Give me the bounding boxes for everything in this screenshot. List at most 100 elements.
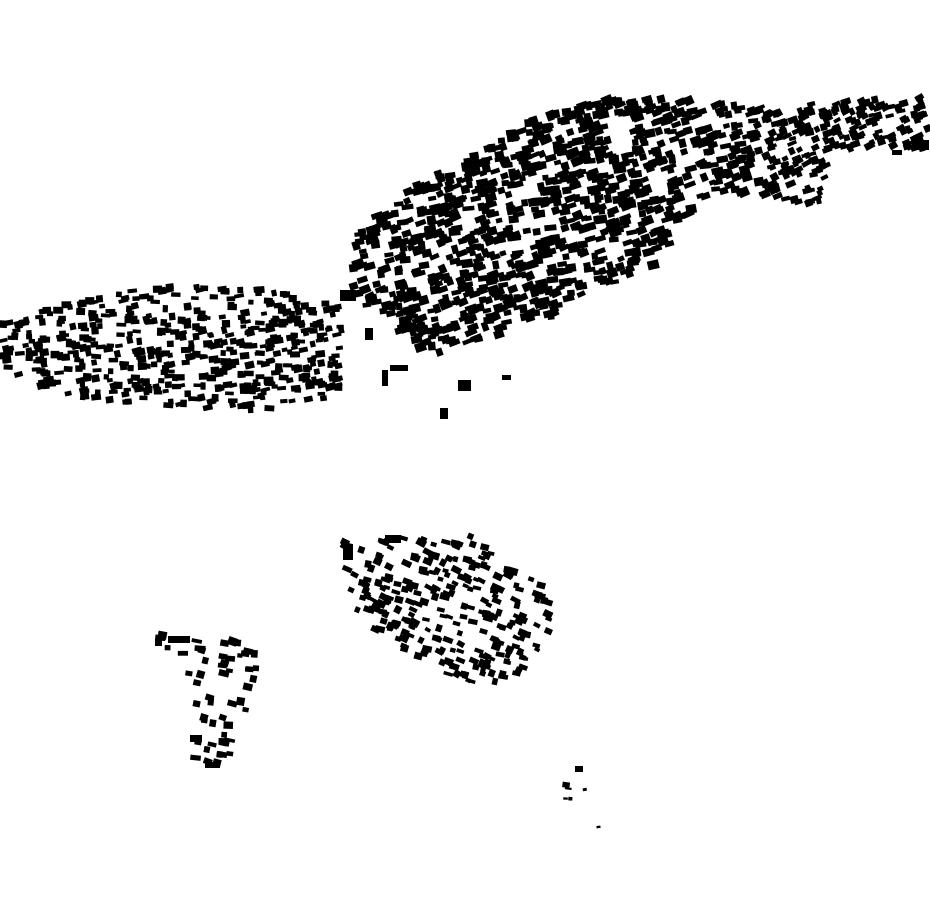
building-footprint bbox=[155, 352, 164, 359]
building-footprint bbox=[768, 163, 777, 171]
building-footprint bbox=[604, 217, 618, 229]
building-footprint bbox=[524, 118, 537, 128]
building-footprint bbox=[539, 243, 551, 254]
building-footprint bbox=[641, 198, 653, 207]
building-footprint bbox=[521, 169, 532, 177]
building-footprint bbox=[127, 364, 134, 372]
building-footprint bbox=[115, 291, 122, 298]
building-footprint bbox=[865, 116, 877, 127]
building-footprint bbox=[498, 142, 508, 152]
building-footprint bbox=[123, 387, 131, 392]
building-footprint bbox=[906, 144, 914, 151]
building-footprint bbox=[769, 171, 780, 183]
building-footprint bbox=[452, 669, 462, 679]
building-footprint bbox=[497, 137, 506, 144]
building-footprint bbox=[38, 318, 46, 326]
building-footprint bbox=[532, 621, 541, 629]
building-footprint bbox=[435, 237, 446, 248]
building-footprint bbox=[151, 316, 158, 325]
building-footprint bbox=[239, 351, 250, 360]
building-footprint bbox=[407, 611, 416, 619]
building-footprint bbox=[343, 544, 353, 560]
building-footprint bbox=[576, 290, 586, 299]
building-footprint bbox=[207, 741, 217, 748]
building-footprint bbox=[152, 285, 163, 293]
building-footprint bbox=[302, 329, 310, 337]
building-footprint bbox=[400, 585, 410, 594]
building-footprint bbox=[162, 304, 169, 313]
building-footprint bbox=[545, 196, 555, 205]
building-footprint bbox=[764, 135, 776, 145]
building-footprint bbox=[428, 219, 438, 227]
building-footprint bbox=[472, 585, 482, 591]
building-footprint bbox=[558, 215, 569, 226]
building-footprint bbox=[536, 181, 546, 192]
building-footprint bbox=[270, 289, 278, 297]
building-footprint bbox=[418, 597, 430, 607]
building-footprint bbox=[466, 586, 474, 593]
building-footprint bbox=[451, 181, 463, 190]
building-footprint bbox=[797, 113, 806, 122]
building-footprint bbox=[305, 396, 312, 403]
building-footprint bbox=[361, 586, 370, 596]
building-footprint bbox=[549, 233, 561, 244]
building-footprint bbox=[83, 335, 92, 343]
building-footprint bbox=[887, 135, 897, 143]
building-footprint bbox=[537, 149, 547, 159]
building-footprint bbox=[599, 144, 610, 153]
building-footprint bbox=[440, 538, 451, 546]
building-footprint bbox=[215, 384, 225, 393]
building-footprint bbox=[429, 252, 440, 261]
building-footprint bbox=[395, 302, 403, 311]
building-footprint bbox=[490, 641, 502, 652]
building-footprint bbox=[200, 718, 208, 724]
building-footprint bbox=[587, 122, 601, 134]
building-footprint bbox=[195, 669, 206, 680]
building-footprint bbox=[292, 364, 304, 374]
building-footprint bbox=[762, 182, 772, 191]
building-footprint bbox=[293, 304, 300, 309]
building-footprint bbox=[397, 291, 410, 303]
building-footprint bbox=[628, 183, 639, 195]
building-footprint bbox=[222, 359, 233, 364]
building-footprint bbox=[235, 696, 246, 707]
building-footprint bbox=[154, 634, 166, 642]
building-footprint bbox=[668, 154, 677, 164]
building-footprint bbox=[508, 215, 519, 224]
building-footprint bbox=[352, 259, 362, 268]
building-footprint bbox=[724, 110, 733, 119]
building-footprint bbox=[514, 205, 524, 213]
building-footprint bbox=[46, 375, 55, 384]
building-footprint bbox=[202, 403, 214, 412]
building-footprint bbox=[408, 616, 421, 629]
building-footprint bbox=[292, 300, 301, 306]
building-footprint bbox=[495, 651, 505, 658]
building-footprint bbox=[176, 382, 186, 389]
building-footprint bbox=[448, 210, 462, 223]
building-footprint bbox=[474, 252, 483, 262]
building-footprint bbox=[269, 334, 278, 340]
building-footprint bbox=[722, 122, 731, 129]
building-footprint bbox=[273, 302, 283, 309]
building-footprint bbox=[439, 613, 448, 619]
building-footprint bbox=[521, 280, 536, 293]
building-footprint bbox=[88, 309, 97, 317]
building-footprint bbox=[895, 123, 906, 132]
building-footprint bbox=[787, 115, 799, 125]
building-footprint bbox=[473, 647, 484, 655]
building-footprint bbox=[494, 150, 505, 161]
building-footprint bbox=[470, 185, 484, 195]
building-footprint bbox=[197, 646, 207, 655]
building-footprint bbox=[168, 636, 190, 643]
building-footprint bbox=[188, 396, 195, 402]
building-footprint bbox=[681, 114, 694, 124]
building-footprint bbox=[350, 570, 360, 579]
building-footprint bbox=[577, 125, 588, 134]
building-footprint bbox=[681, 171, 693, 182]
building-footprint bbox=[816, 189, 824, 197]
building-footprint bbox=[482, 613, 494, 623]
building-footprint bbox=[495, 303, 509, 314]
building-footprint bbox=[772, 191, 783, 201]
building-footprint bbox=[444, 180, 454, 190]
